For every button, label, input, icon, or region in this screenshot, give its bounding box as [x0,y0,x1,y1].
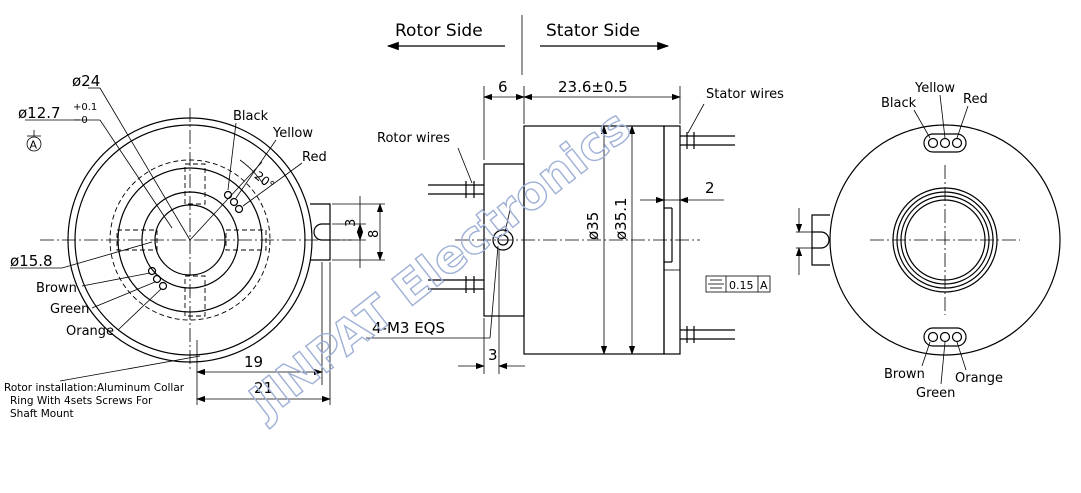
rotor-side-heading: Rotor Side [395,21,483,41]
tol-lower: −0 [73,115,88,126]
dim-d35: ø35 [584,212,602,240]
right-wire-orange: Orange [955,371,1003,386]
side-view: 6 23.6±0.5 Stator wires Rotor wires 2 ø3… [366,78,784,374]
left-wire-black: Black [233,109,269,124]
dim-3-bottom: 3 [488,346,498,364]
dim-19: 19 [244,353,263,371]
dim-8-vertical: 8 [367,230,382,238]
dim-d15-8: ø15.8 [10,252,53,270]
left-wire-green: Green [50,302,89,317]
right-wire-red: Red [963,92,988,107]
headings: Rotor Side Stator Side [386,15,670,75]
stator-wires-label: Stator wires [706,87,784,102]
right-wire-yellow: Yellow [914,81,955,96]
left-wire-brown: Brown [36,281,77,296]
dim-23-6: 23.6±0.5 [558,78,628,96]
dim-6: 6 [498,78,508,96]
left-end-view: 20° ø24 ø12.7 +0.1 −0 A ø15.8 Black Yell… [4,72,385,420]
dim-d12-7: ø12.7 [18,104,61,122]
tol-upper: +0.1 [73,102,97,113]
dim-d24: ø24 [72,72,100,90]
angle-label: 20° [252,168,277,192]
tolerance-datum: A [760,279,768,292]
left-wire-yellow: Yellow [272,126,313,141]
holes-label: 4-M3 EQS [372,319,445,337]
left-wire-red: Red [302,150,327,165]
right-end-view: Black Yellow Red Brown Green Orange [795,81,1061,401]
right-wire-brown: Brown [884,367,925,382]
rotor-wires-label: Rotor wires [377,131,450,146]
watermark: JINPAT Electronics [237,99,640,431]
tolerance-value: 0.15 [729,279,754,292]
stator-side-heading: Stator Side [546,21,640,41]
left-wire-orange: Orange [66,324,114,339]
note-line-3: Shaft Mount [10,408,74,420]
dim-3-vertical: 3 [344,219,359,227]
dim-21: 21 [254,379,273,397]
datum-label: A [30,139,38,152]
dim-2: 2 [705,179,715,197]
note-line-1: Rotor installation:Aluminum Collar [4,382,185,394]
note-line-2: Ring With 4sets Screws For [10,395,153,407]
right-wire-black: Black [881,96,917,111]
right-wire-green: Green [916,386,955,401]
dim-d35-1: ø35.1 [612,197,630,240]
